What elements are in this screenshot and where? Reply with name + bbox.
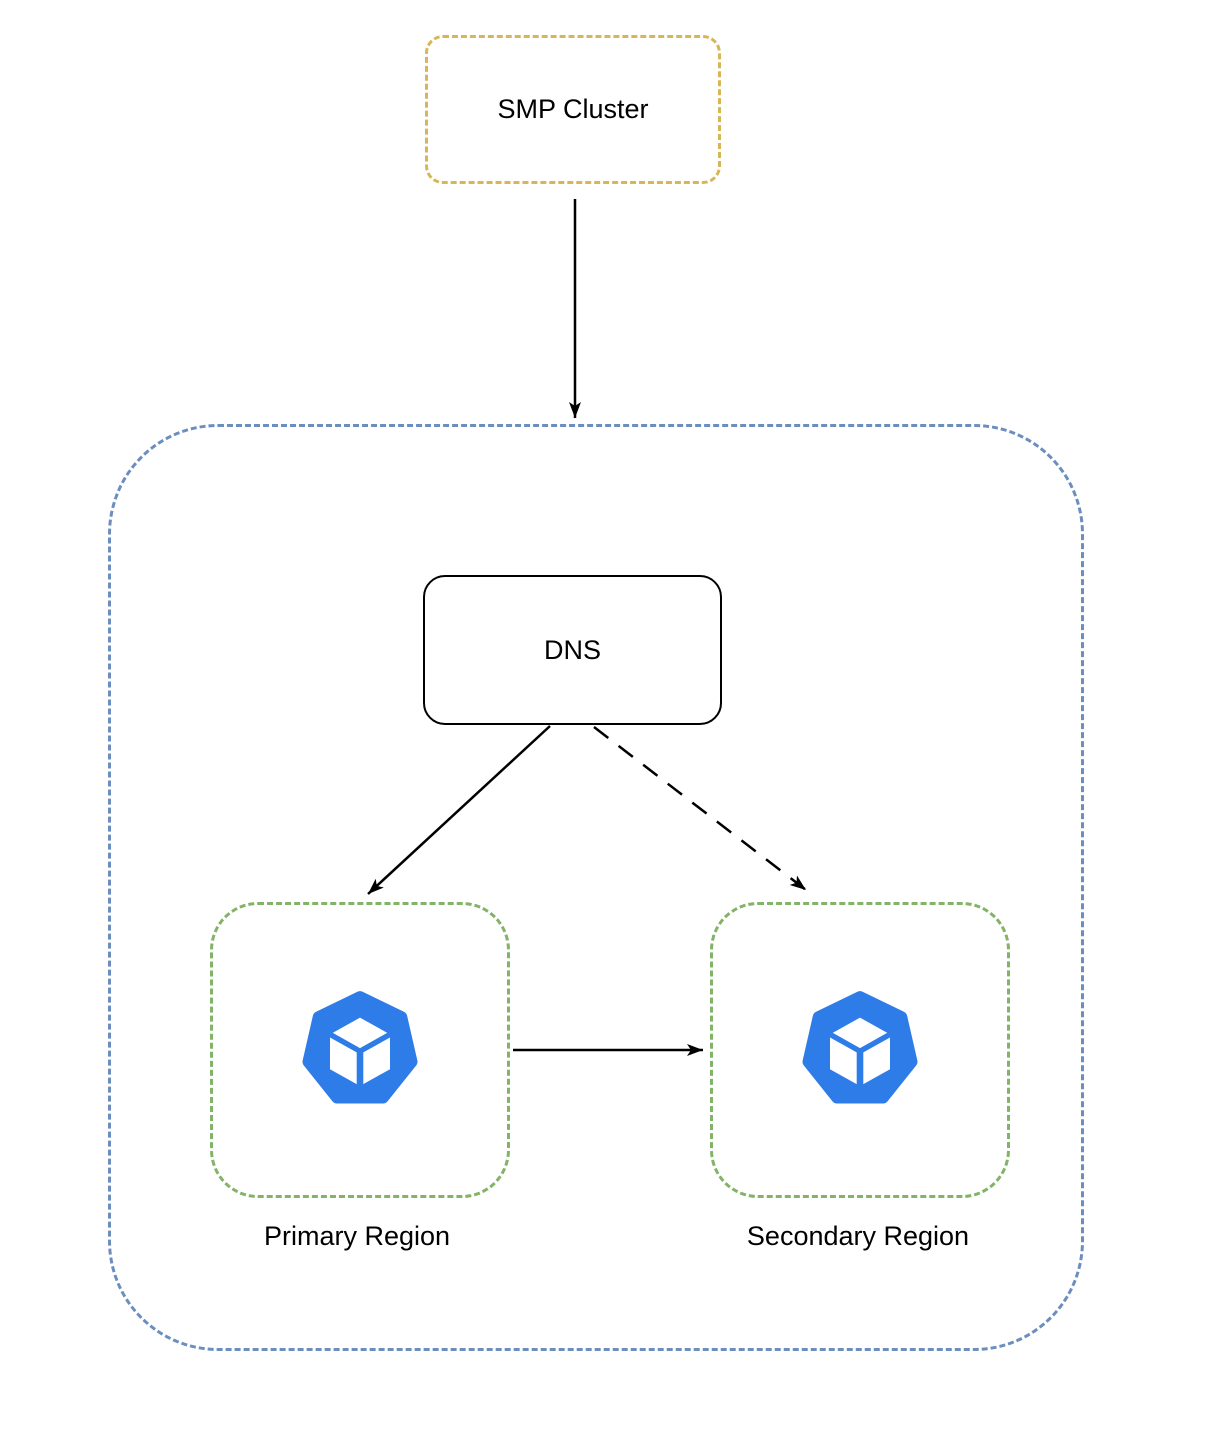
secondary-region-label: Secondary Region	[746, 1221, 970, 1251]
dns-label: DNS	[543, 634, 601, 665]
primary-region-node	[210, 902, 510, 1198]
smp-cluster-node: SMP Cluster	[425, 35, 721, 184]
primary-region-label: Primary Region	[263, 1221, 451, 1251]
cluster-boundary-container	[108, 424, 1084, 1351]
container-cube-icon	[802, 991, 918, 1104]
secondary-region-node	[710, 902, 1010, 1198]
dns-node: DNS	[423, 575, 722, 725]
smp-cluster-label: SMP Cluster	[497, 94, 649, 125]
container-cube-icon	[302, 991, 418, 1104]
